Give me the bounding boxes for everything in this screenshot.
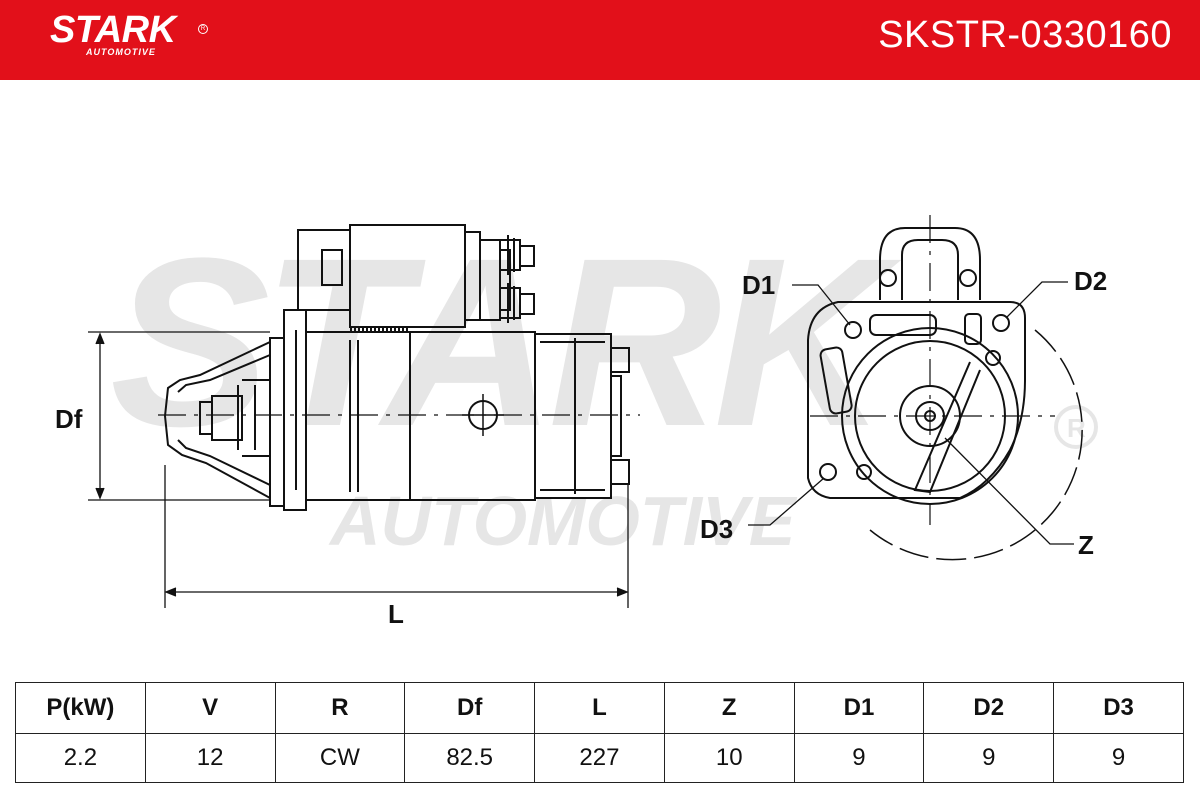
d2-label: D2 — [1074, 266, 1107, 296]
d1-label: D1 — [742, 270, 775, 300]
l-label: L — [388, 599, 404, 629]
end-view-wedge — [913, 361, 981, 494]
brand-name: STARK — [50, 9, 176, 51]
d2-leader — [1005, 281, 1068, 319]
spec-header-length: L — [534, 682, 665, 734]
spec-value-length: 227 — [534, 733, 665, 783]
spec-value-voltage: 12 — [144, 733, 276, 783]
df-label: Df — [55, 404, 83, 434]
terminal-upper — [499, 235, 535, 275]
pinion-detail — [237, 379, 270, 457]
watermark-sub: AUTOMOTIVE — [328, 482, 798, 560]
technical-drawing: STARK AUTOMOTIVE R — [0, 80, 1200, 660]
registered-icon: R — [198, 24, 208, 34]
terminal-nut-left — [879, 269, 897, 287]
through-bolt-head-upper — [610, 347, 630, 373]
spec-header-d2: D2 — [923, 682, 1055, 734]
mounting-hole-d1 — [844, 321, 862, 339]
solenoid-details — [480, 239, 511, 321]
leader-lines — [748, 281, 1074, 545]
pinion-gear — [211, 395, 243, 441]
motor-yoke-lines — [349, 340, 359, 492]
spec-value-teeth: 10 — [663, 733, 795, 783]
df-arrow-top — [95, 332, 105, 345]
spec-header-d3: D3 — [1053, 682, 1184, 734]
watermark-registered-icon — [1054, 405, 1098, 449]
spec-header-rotation: R — [274, 682, 406, 734]
spec-header-d1: D1 — [793, 682, 925, 734]
spec-header-df: Df — [404, 682, 536, 734]
z-leader — [944, 437, 1074, 545]
drive-end-nose — [163, 340, 271, 500]
l-arrow-left — [164, 587, 177, 597]
z-label: Z — [1078, 530, 1094, 560]
part-number: SKSTR-0330160 — [878, 14, 1172, 56]
solenoid-body — [349, 224, 466, 328]
spec-header-row: P(kW) V R Df L Z D1 D2 D3 — [15, 682, 1184, 734]
terminal-lower — [499, 283, 535, 323]
d3-leader — [748, 477, 825, 526]
starter-side-view — [158, 224, 640, 511]
spec-header-power: P(kW) — [15, 682, 146, 734]
spec-value-df: 82.5 — [404, 733, 536, 783]
starter-end-view — [807, 215, 1083, 561]
spec-value-d1: 9 — [793, 733, 925, 783]
terminal-nut-right — [959, 269, 977, 287]
spec-value-rotation: CW — [274, 733, 406, 783]
end-cap-rim — [611, 375, 622, 457]
spec-value-row: 2.2 12 CW 82.5 227 10 9 9 9 — [15, 733, 1184, 783]
solenoid-cap — [465, 231, 481, 321]
header-bar: STARK AUTOMOTIVE R SKSTR-0330160 — [0, 0, 1200, 80]
l-arrow-right — [616, 587, 629, 597]
spec-value-power: 2.2 — [15, 733, 146, 783]
watermark-main: STARK — [110, 208, 902, 476]
end-cap-details — [540, 338, 605, 494]
end-view-flange — [807, 301, 1026, 499]
spec-value-d3: 9 — [1053, 733, 1184, 783]
through-bolt-head-lower — [610, 459, 630, 485]
mounting-hole-extra — [985, 350, 1001, 366]
header-background — [0, 0, 1200, 80]
commutator-end-cap — [534, 333, 612, 499]
spec-header-teeth: Z — [663, 682, 795, 734]
df-arrow-bottom — [95, 487, 105, 500]
solenoid-bolt-upper — [321, 249, 343, 286]
spec-table: P(kW) V R Df L Z D1 D2 D3 2.2 12 CW 82.5… — [15, 682, 1184, 783]
end-view-slot-top — [869, 314, 937, 336]
end-view-pitch-arc — [869, 329, 1083, 561]
mounting-hole-d2 — [992, 314, 1010, 332]
drive-end-inner — [177, 354, 271, 486]
brand-logo: STARK AUTOMOTIVE — [50, 10, 176, 57]
end-view-slot-right — [964, 313, 982, 345]
drawing-canvas: STARK AUTOMOTIVE R — [55, 208, 1107, 629]
watermark: STARK AUTOMOTIVE R — [110, 208, 1098, 560]
mounting-hole-d3 — [819, 463, 837, 481]
d1-leader — [792, 284, 851, 326]
spec-value-d2: 9 — [923, 733, 1055, 783]
dimension-lines — [88, 331, 629, 608]
mounting-hole-extra-2 — [856, 464, 872, 480]
spec-header-voltage: V — [144, 682, 276, 734]
end-view-slot-left — [819, 346, 853, 415]
d3-label: D3 — [700, 514, 733, 544]
brand-subtitle: AUTOMOTIVE — [86, 47, 156, 57]
watermark-registered-letter: R — [1067, 413, 1086, 443]
